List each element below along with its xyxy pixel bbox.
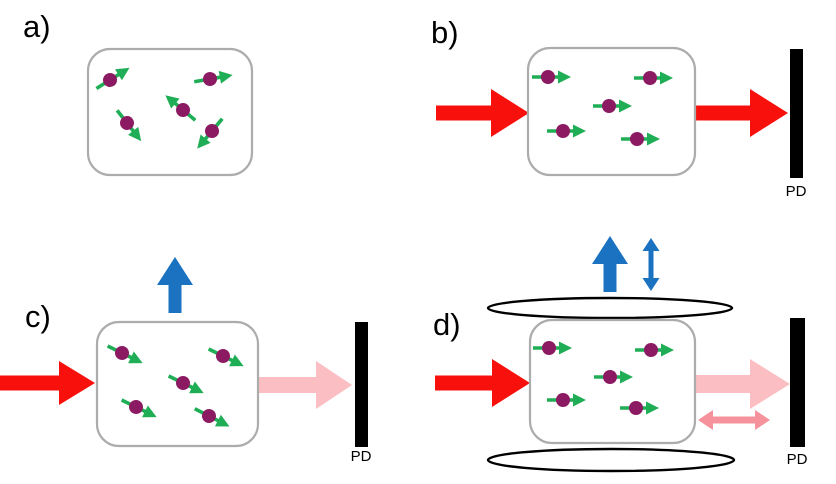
atom xyxy=(203,72,217,86)
spin-arrow-icon xyxy=(189,381,204,394)
atom-with-spin xyxy=(106,344,143,364)
atom-with-spin xyxy=(193,407,230,427)
photodetector xyxy=(790,49,803,178)
panel-d xyxy=(435,236,805,473)
transmitted-beam-arrow xyxy=(695,89,788,137)
photodetector xyxy=(790,318,805,447)
atom xyxy=(120,116,134,130)
atom xyxy=(202,409,216,423)
panel-c-label: c) xyxy=(25,299,51,334)
spin-arrow-icon xyxy=(619,99,632,113)
spin-arrow-icon xyxy=(558,70,571,84)
atom xyxy=(644,343,658,357)
pump-beam-arrow xyxy=(435,359,530,407)
photodetector-label-d: PD xyxy=(786,451,808,468)
atom-with-spin xyxy=(167,374,204,394)
atom xyxy=(643,71,657,85)
atom xyxy=(129,400,143,414)
spin-arrow-icon xyxy=(214,414,230,427)
spin-arrow-icon xyxy=(661,343,674,357)
atom-with-spin xyxy=(634,71,673,85)
atom xyxy=(176,376,190,390)
atom-with-spin xyxy=(547,124,586,138)
atom xyxy=(556,393,570,407)
atom xyxy=(115,346,129,360)
atom xyxy=(541,70,555,84)
spin-arrow-icon xyxy=(573,124,586,138)
atom-with-spin xyxy=(95,67,130,91)
atom-with-spin xyxy=(165,95,197,122)
spin-arrow-icon xyxy=(115,67,130,81)
bottom-mirror xyxy=(486,447,736,473)
atom-with-spin xyxy=(532,70,571,84)
cavity-beam-arrow xyxy=(698,410,770,430)
pump-beam-arrow xyxy=(0,361,95,405)
spin-arrow-icon xyxy=(620,370,633,384)
photodetector xyxy=(355,322,368,447)
atom xyxy=(103,73,117,87)
transmitted-weak-beam-arrow xyxy=(695,359,790,409)
spin-arrow-icon xyxy=(660,71,673,85)
atom xyxy=(216,349,230,363)
transmitted-weak-beam-arrow xyxy=(258,361,352,409)
spin-arrow-icon xyxy=(142,405,157,418)
spin-arrow-icon xyxy=(197,134,211,149)
spin-arrow-icon xyxy=(646,401,659,415)
fluorescence-arrow xyxy=(592,236,628,292)
photodetector-label-b: PD xyxy=(785,183,807,200)
atom xyxy=(176,103,190,117)
atom-with-spin xyxy=(547,393,586,407)
spin-arrow-icon xyxy=(559,341,572,355)
spin-arrow-icon xyxy=(218,70,233,84)
panel-c xyxy=(0,257,368,448)
atom xyxy=(630,132,644,146)
atom-with-spin xyxy=(533,341,572,355)
spin-arrow-icon xyxy=(128,126,142,142)
atom-with-spin xyxy=(635,343,674,357)
atom-with-spin xyxy=(594,370,633,384)
panel-b xyxy=(436,46,803,178)
panel-a-label: a) xyxy=(23,9,51,44)
spin-arrow-icon xyxy=(229,354,244,367)
photodetector-label-c: PD xyxy=(350,448,372,465)
fluorescence-arrow xyxy=(157,257,193,313)
panel-a xyxy=(86,47,254,177)
atom xyxy=(602,99,616,113)
spin-arrow-icon xyxy=(573,393,586,407)
atom-with-spin xyxy=(620,401,659,415)
panel-b-label: b) xyxy=(431,15,459,50)
spin-arrow-icon xyxy=(128,351,143,364)
atom-with-spin xyxy=(197,117,224,149)
vapor-cell xyxy=(86,47,254,177)
spin-arrow-icon xyxy=(165,95,180,109)
atom xyxy=(542,341,556,355)
atom-with-spin xyxy=(207,347,244,367)
atom-with-spin xyxy=(621,132,660,146)
spin-arrow-icon xyxy=(647,132,660,146)
atom-with-spin xyxy=(193,70,233,86)
panel-d-label: d) xyxy=(433,307,461,342)
atom xyxy=(629,401,643,415)
atom-with-spin xyxy=(593,99,632,113)
atom xyxy=(603,370,617,384)
pump-beam-arrow xyxy=(436,89,529,137)
fluorescence-modulation-arrow xyxy=(642,238,660,291)
top-mirror xyxy=(486,296,734,320)
atom xyxy=(205,124,219,138)
atom xyxy=(556,124,570,138)
atom-with-spin xyxy=(115,109,142,142)
atom-with-spin xyxy=(120,398,157,418)
